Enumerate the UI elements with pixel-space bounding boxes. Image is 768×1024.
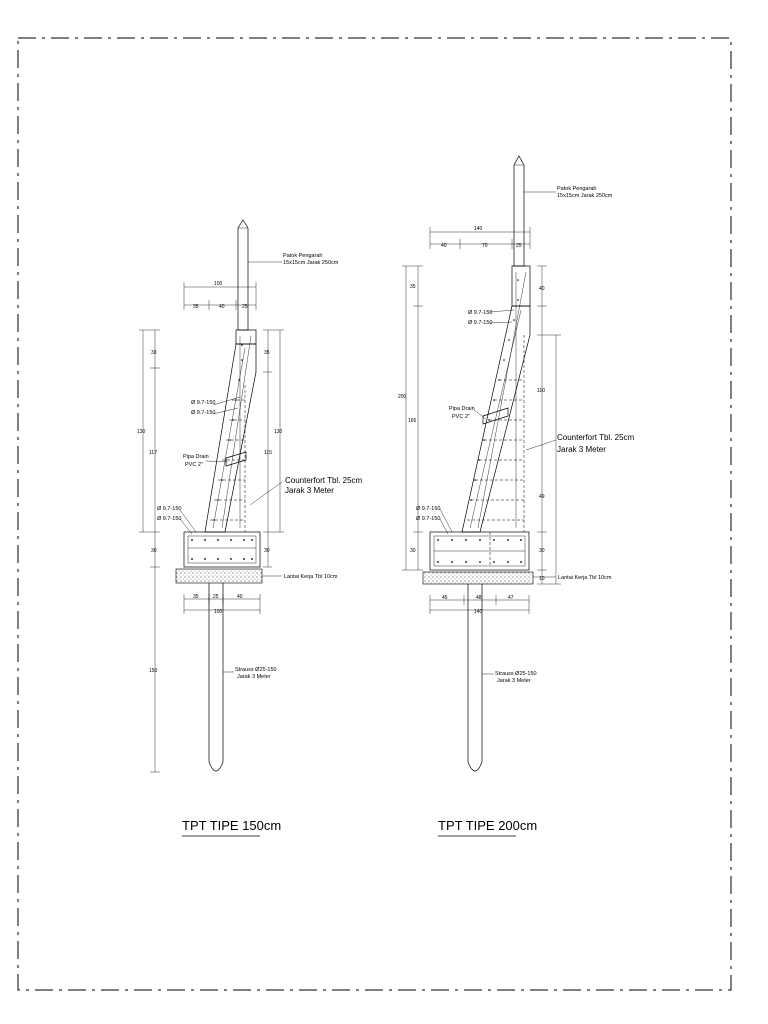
bottom-dim-1: 35 <box>193 594 199 600</box>
strauss-label-line2: Jarak 3 Meter <box>237 674 271 680</box>
right-dim-3: 30 <box>264 548 270 554</box>
drain-pipe <box>482 407 509 425</box>
top-dimensions: 100 35 40 25 <box>183 281 257 310</box>
right-dim-5: 10 <box>539 576 545 582</box>
counterfort-label-line1: Counterfort Tbl. 25cm <box>285 476 363 485</box>
bottom-dim-3: 40 <box>237 594 243 600</box>
bottom-dimensions: 45 48 47 140 <box>429 595 530 615</box>
lantai-label: Lantai Kerja Tbl 10cm <box>558 575 612 581</box>
left-dim-3: 30 <box>410 548 416 554</box>
top-dim-total: 100 <box>214 281 223 287</box>
rebar-upper-1: Ø 9.7-150 <box>191 400 215 406</box>
right-dim-1: 35 <box>264 350 270 356</box>
rebar-lower-2: Ø 9.7-150 <box>416 516 440 522</box>
top-dim-3: 25 <box>242 304 248 310</box>
left-dim-4: 150 <box>149 668 158 674</box>
top-dim-total: 140 <box>474 226 483 232</box>
counterfort-label-line1: Counterfort Tbl. 25cm <box>557 433 635 442</box>
strauss-label-line1: Strauss Ø25-150 <box>235 667 277 673</box>
counterfort-label-line2: Jarak 3 Meter <box>285 486 334 495</box>
patok-pengarah <box>237 219 249 331</box>
rebar-upper-1: Ø 9.7-150 <box>468 310 492 316</box>
annotations: Patok Pengarah 15x15cm Jarak 250cm Ø 9.7… <box>416 186 635 684</box>
left-dim-3: 30 <box>151 548 157 554</box>
sheet-border <box>17 37 732 991</box>
rebar-lower-1: Ø 9.7-150 <box>157 506 181 512</box>
top-dim-3: 25 <box>516 243 522 249</box>
right-dim-3: 49 <box>539 494 545 500</box>
left-dim-1: 33 <box>151 350 157 356</box>
right-dim-1: 40 <box>539 286 545 292</box>
footing <box>183 531 261 568</box>
bottom-dim-total: 140 <box>474 609 483 615</box>
right-dimensions: 35 130 115 30 <box>263 329 284 568</box>
strauss-label-line2: Jarak 3 Meter <box>497 678 531 684</box>
annotations: Patok Pengarah 15x15cm Jarak 250cm Ø 9.7… <box>157 253 363 680</box>
bottom-dim-1: 45 <box>442 595 448 601</box>
lantai-kerja <box>175 568 263 584</box>
patok-label-line2: 15x15cm Jarak 250cm <box>557 193 613 199</box>
patok-label-line1: Patok Pengarah <box>283 253 322 259</box>
top-dimensions: 140 40 70 25 <box>429 226 531 249</box>
retaining-wall-stem <box>204 329 257 533</box>
top-dim-1: 40 <box>441 243 447 249</box>
top-dim-1: 35 <box>193 304 199 310</box>
bottom-dim-total: 100 <box>214 609 223 615</box>
patok-pengarah <box>513 155 525 267</box>
rebar-upper-2: Ø 9.7-150 <box>191 410 215 416</box>
left-dim-total: 130 <box>137 429 146 435</box>
drain-pipe <box>225 451 247 467</box>
lantai-kerja <box>422 571 534 585</box>
drawing-tpt-150: 100 35 40 25 130 33 117 30 150 <box>137 219 363 837</box>
top-dim-2: 40 <box>219 304 225 310</box>
top-dim-2: 70 <box>482 243 488 249</box>
pipa-label-line1: Pipa Drain <box>449 406 475 412</box>
drawing-title-200: TPT TIPE 200cm <box>438 818 537 833</box>
strauss-pile <box>467 584 483 772</box>
left-dim-2: 117 <box>149 450 157 456</box>
left-dim-total: 200 <box>398 394 407 400</box>
strauss-label-line1: Strauss Ø25-150 <box>495 671 537 677</box>
left-dim-2: 165 <box>408 418 417 424</box>
bottom-dim-3: 47 <box>508 595 514 601</box>
right-dim-4: 30 <box>539 548 545 554</box>
bottom-dim-2: 48 <box>476 595 482 601</box>
counterfort-rebar <box>210 344 246 532</box>
right-dim-2: 110 <box>537 388 545 394</box>
left-dim-1: 35 <box>410 284 416 290</box>
left-dimensions: 130 33 117 30 150 <box>137 329 160 773</box>
lantai-label: Lantai Kerja Tbl 10cm <box>284 574 338 580</box>
pipa-label-line2: PVC 2" <box>452 414 470 420</box>
right-dim-2: 115 <box>264 450 272 456</box>
drawing-tpt-200: 140 40 70 25 35 200 165 30 <box>398 155 635 837</box>
patok-label-line2: 15x15cm Jarak 250cm <box>283 260 339 266</box>
bottom-dim-2: 25 <box>213 594 219 600</box>
right-dim-total: 130 <box>274 429 283 435</box>
footing <box>429 531 530 571</box>
right-dimensions: 40 110 49 30 10 <box>537 265 561 585</box>
strauss-pile <box>208 583 224 772</box>
pipa-label-line2: PVC 2" <box>185 462 203 468</box>
rebar-upper-2: Ø 9.7-150 <box>468 320 492 326</box>
retaining-wall-stem <box>461 265 531 533</box>
left-dimensions: 35 200 165 30 <box>398 265 423 571</box>
counterfort-label-line2: Jarak 3 Meter <box>557 445 606 454</box>
pipa-label-line1: Pipa Drain <box>183 454 209 460</box>
bottom-dimensions: 35 25 40 100 <box>183 594 261 615</box>
patok-label-line1: Patok Pengarah <box>557 186 596 192</box>
rebar-lower-2: Ø 9.7-150 <box>157 516 181 522</box>
rebar-lower-1: Ø 9.7-150 <box>416 506 440 512</box>
drawing-title-150: TPT TIPE 150cm <box>182 818 281 833</box>
